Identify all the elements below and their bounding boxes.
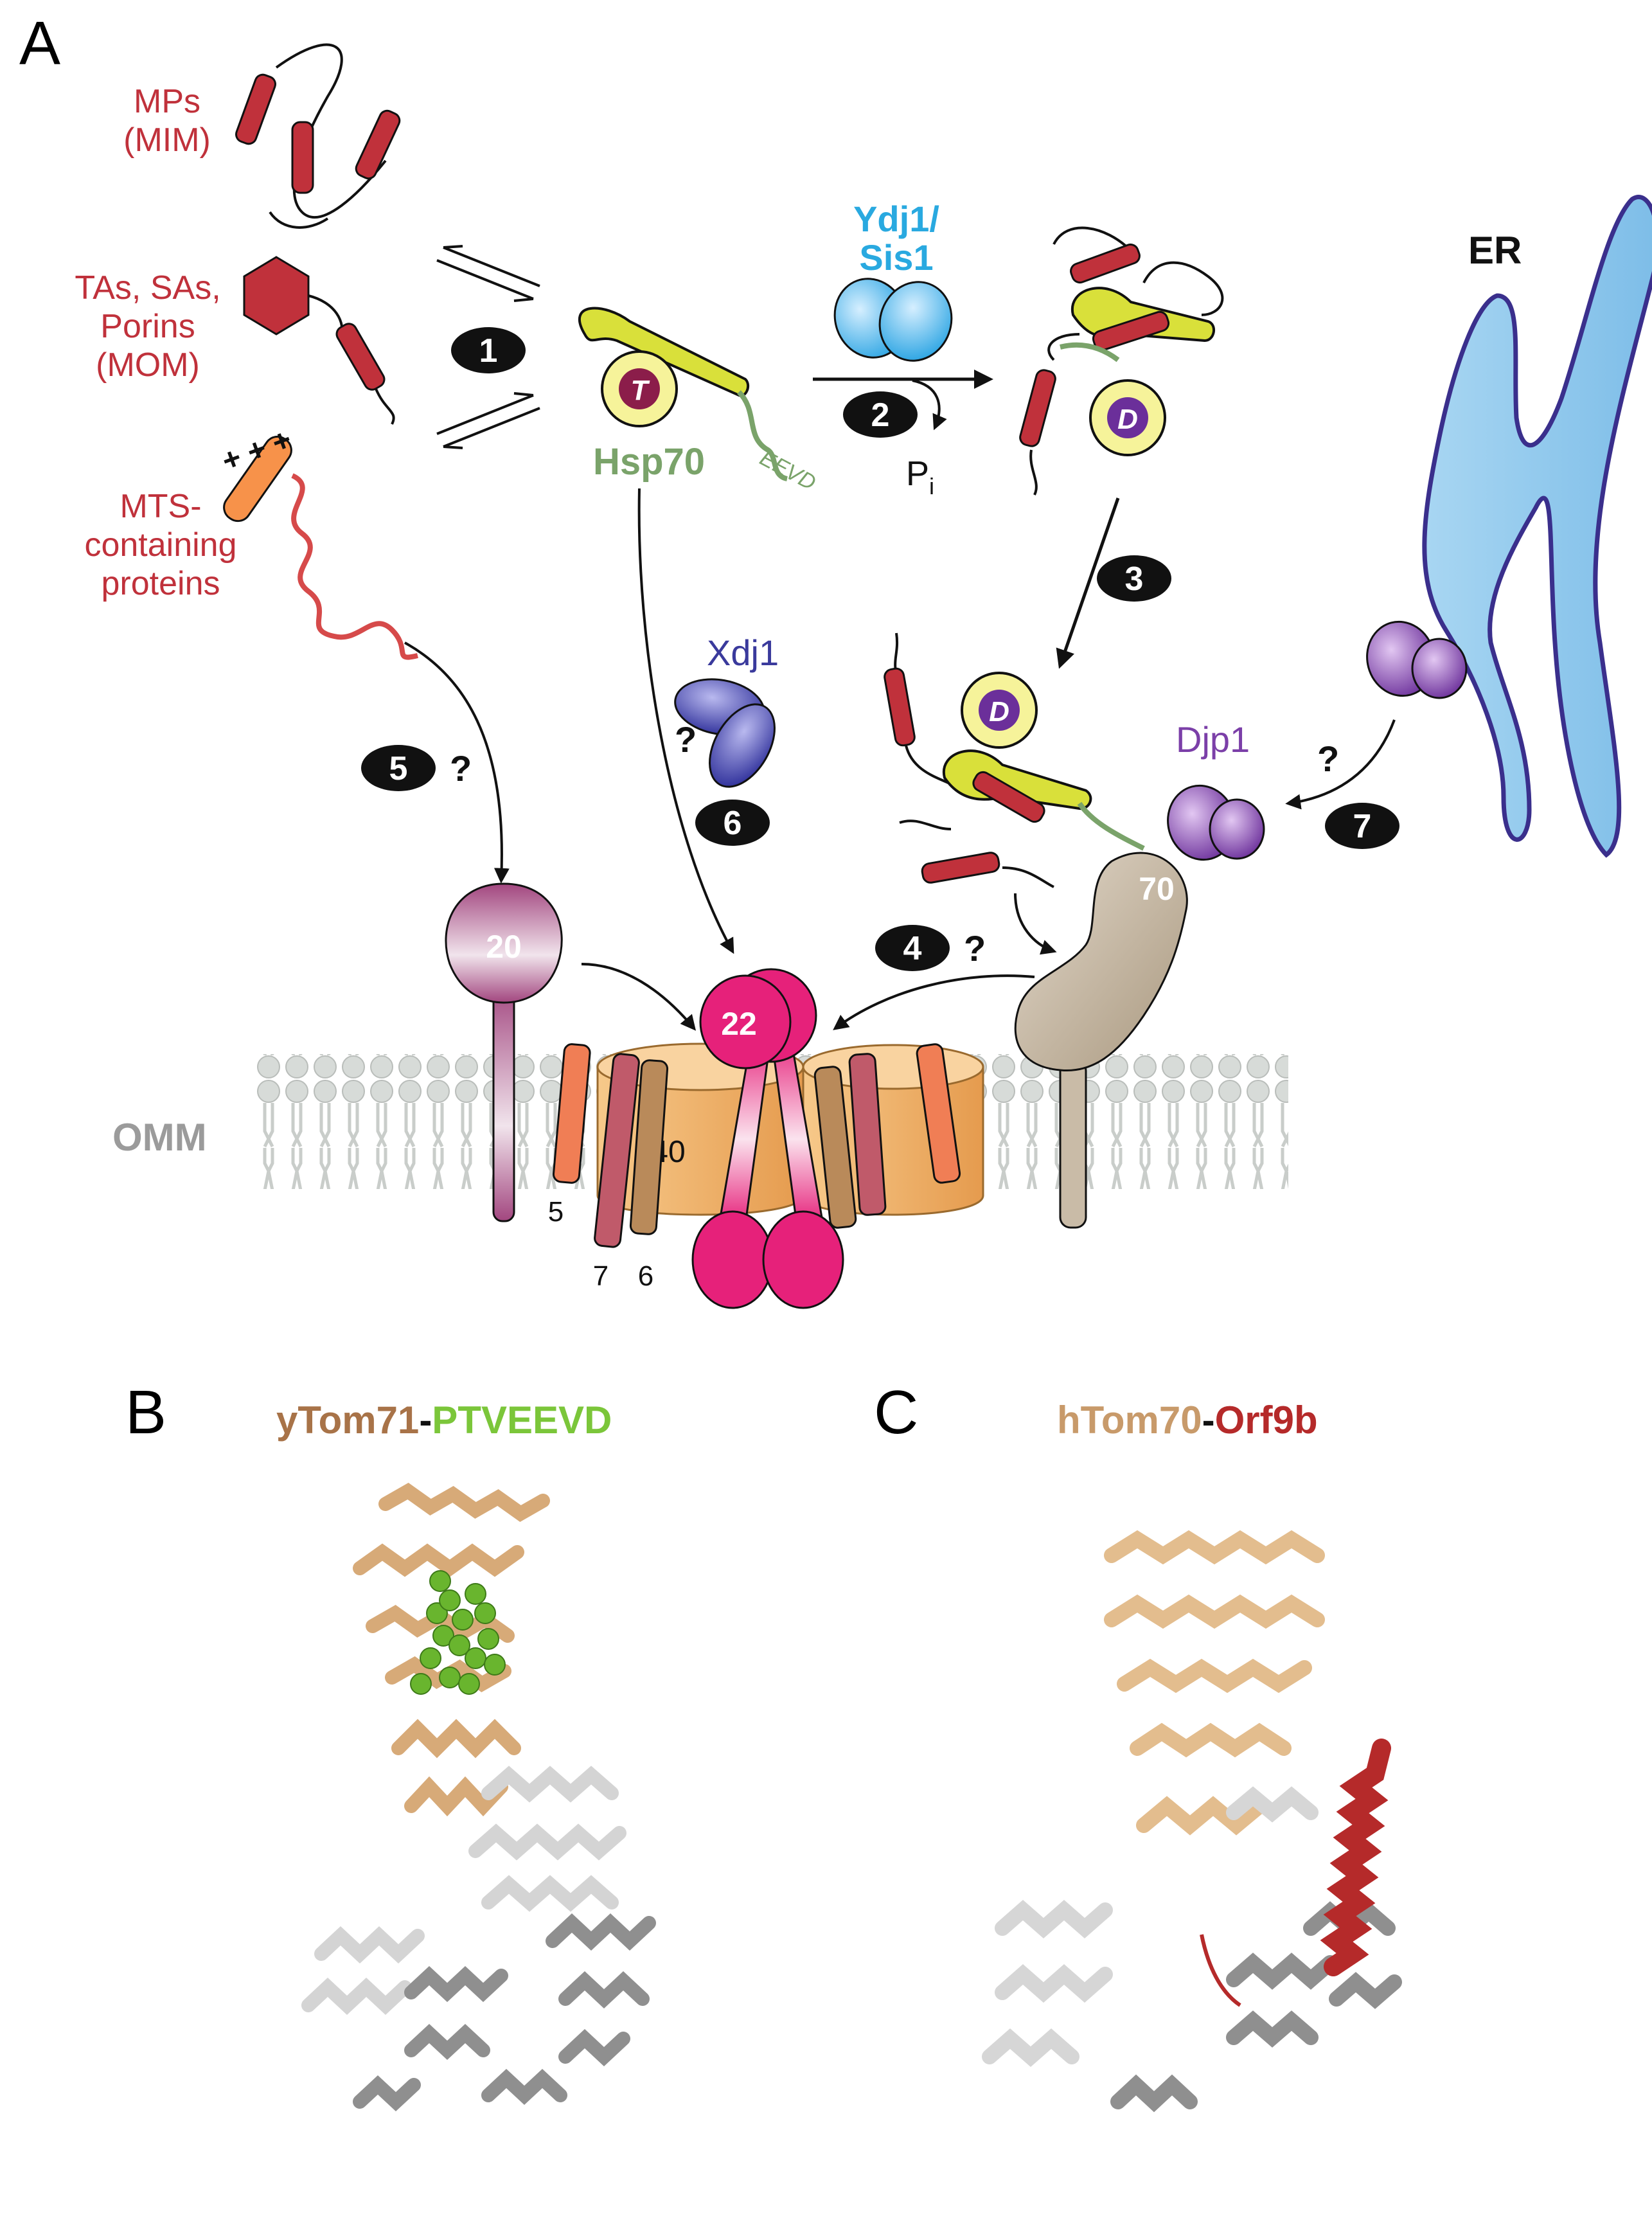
tom6-subunit bbox=[629, 1059, 857, 1235]
step-7-arrow bbox=[1285, 719, 1396, 810]
mts-substrate bbox=[223, 435, 418, 660]
svg-text:2: 2 bbox=[871, 397, 890, 434]
sis1-label: Sis1 bbox=[859, 237, 933, 278]
tom22-label: 22 bbox=[721, 1006, 757, 1042]
ytom71-structure bbox=[301, 1482, 656, 2112]
tom70-to-tom22-arrow bbox=[833, 974, 1035, 1030]
tom6-label: 6 bbox=[638, 1260, 653, 1292]
mps-sublabel: (MIM) bbox=[123, 121, 211, 159]
pi-label: Pi bbox=[906, 454, 934, 499]
step-4-question: ? bbox=[964, 928, 986, 969]
er-membrane bbox=[1422, 195, 1652, 858]
structure-c-title: hTom70-Orf9b bbox=[1057, 1399, 1318, 1442]
hsp70-atp bbox=[578, 307, 788, 481]
htom70-structure bbox=[982, 1530, 1402, 2113]
djp1-label: Djp1 bbox=[1176, 719, 1250, 760]
djp1-tom70 bbox=[1167, 784, 1265, 861]
tas-sublabel-mom: (MOM) bbox=[96, 346, 200, 384]
tom7-subunit bbox=[594, 1053, 887, 1248]
tom5-subunit bbox=[552, 1043, 961, 1184]
hsp70-adp-complex-bottom bbox=[884, 632, 1145, 888]
step-7-question: ? bbox=[1317, 738, 1339, 779]
step-5-question: ? bbox=[450, 748, 472, 789]
tom20-receptor bbox=[445, 882, 563, 1222]
mts-sublabel-proteins: proteins bbox=[102, 565, 220, 602]
mts-sublabel-containing: containing bbox=[84, 526, 236, 564]
mps-label: MPs bbox=[134, 83, 200, 120]
tom20-label: 20 bbox=[486, 929, 522, 965]
step-2-badge: 2 bbox=[843, 391, 918, 438]
tom20-to-tom22-arrow bbox=[581, 963, 697, 1031]
structure-b-title: yTom71-PTVEEVD bbox=[276, 1399, 612, 1442]
omm-label: OMM bbox=[112, 1116, 207, 1159]
eevd-label: EEVD bbox=[756, 446, 820, 496]
tas-label: TAs, SAs, bbox=[75, 269, 220, 307]
er-label: ER bbox=[1468, 229, 1522, 272]
step-6-question: ? bbox=[675, 719, 697, 760]
step-3-arrow bbox=[1056, 497, 1120, 669]
hsp70-adp-letter-top: D bbox=[1117, 404, 1138, 435]
tom7-label: 7 bbox=[593, 1260, 608, 1292]
step-5-badge: 5 bbox=[361, 745, 436, 791]
pi-release-arrow bbox=[912, 379, 947, 431]
step-3-badge: 3 bbox=[1097, 555, 1171, 602]
tom70-label: 70 bbox=[1139, 871, 1175, 907]
step-4-badge: 4 bbox=[875, 925, 950, 971]
mts-label: MTS- bbox=[120, 488, 201, 525]
panel-label-a: A bbox=[19, 9, 60, 78]
hsp70-to-tom70-arrow bbox=[1014, 893, 1057, 955]
step-5-arrow bbox=[404, 641, 510, 884]
panel-label-b: B bbox=[125, 1378, 166, 1447]
hsp70-adp-complex-top bbox=[1019, 226, 1224, 496]
svg-text:6: 6 bbox=[724, 805, 742, 842]
ta-substrate bbox=[243, 256, 395, 425]
xdj1-label: Xdj1 bbox=[707, 632, 779, 673]
svg-text:5: 5 bbox=[389, 750, 408, 787]
svg-text:3: 3 bbox=[1125, 560, 1144, 598]
tom22-receptor bbox=[691, 968, 844, 1309]
hsp70-label: Hsp70 bbox=[593, 441, 705, 483]
djp1-er bbox=[1366, 620, 1468, 699]
hsp70-atp-letter: T bbox=[631, 375, 650, 406]
hsp70-adp-letter-bottom: D bbox=[989, 696, 1009, 728]
svg-text:7: 7 bbox=[1353, 808, 1372, 845]
tas-sublabel-porins: Porins bbox=[100, 308, 195, 345]
step-7-badge: 7 bbox=[1325, 803, 1399, 849]
step-6-badge: 6 bbox=[695, 800, 770, 846]
step-1-badge: 1 bbox=[451, 327, 526, 373]
equilibrium-arrows bbox=[436, 245, 540, 449]
ydj1-cochaperone bbox=[833, 278, 953, 362]
xdj1-cochaperone bbox=[674, 678, 776, 788]
svg-text:1: 1 bbox=[479, 332, 498, 370]
tom70-receptor bbox=[1014, 852, 1188, 1229]
mp-substrate bbox=[235, 43, 401, 229]
svg-text:4: 4 bbox=[903, 930, 922, 967]
hsp70-to-tom22-arrow bbox=[637, 488, 734, 954]
panel-label-c: C bbox=[874, 1378, 918, 1447]
tom5-label: 5 bbox=[548, 1196, 564, 1228]
ydj1-label: Ydj1/ bbox=[853, 199, 939, 239]
